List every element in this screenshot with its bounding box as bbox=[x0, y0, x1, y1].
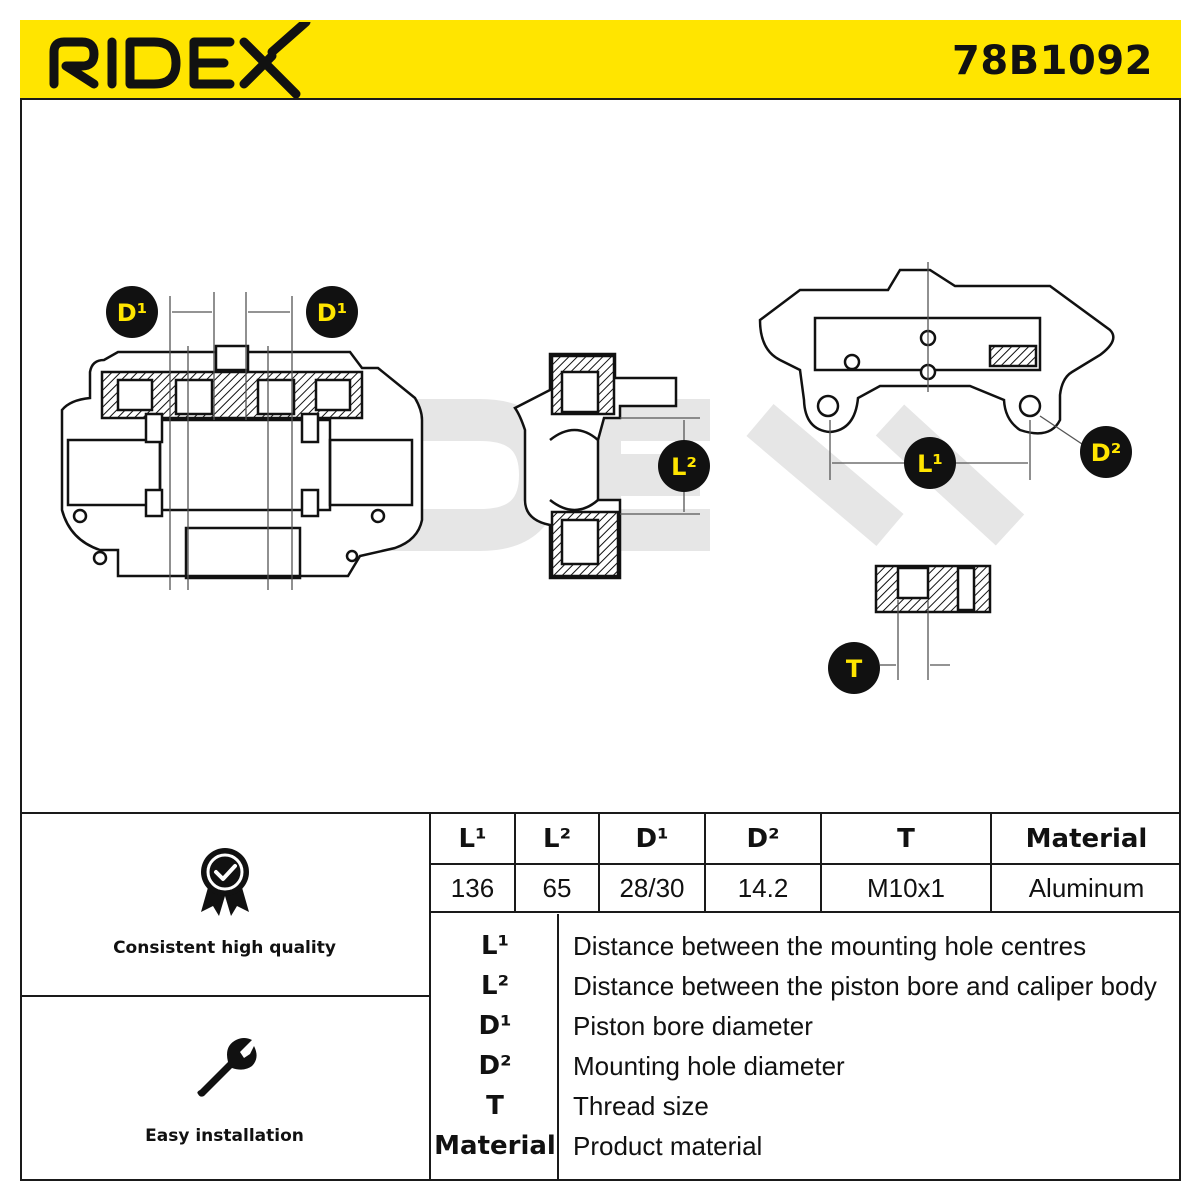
svg-text:L¹: L¹ bbox=[917, 450, 943, 478]
t-callout: T bbox=[828, 642, 880, 694]
legend-row: Material Product material bbox=[431, 1126, 1181, 1166]
legend-description: Distance between the piston bore and cal… bbox=[573, 971, 1157, 1001]
spec-value: 28/30 bbox=[599, 864, 706, 913]
l1-callout: L¹ bbox=[904, 437, 956, 489]
legend-symbol: D¹ bbox=[478, 1011, 512, 1041]
legend-description: Distance between the mounting hole centr… bbox=[573, 931, 1087, 961]
svg-text:D¹: D¹ bbox=[317, 299, 347, 327]
legend-symbol: L¹ bbox=[481, 931, 509, 961]
feature-column: Consistent high quality Easy installatio… bbox=[20, 814, 431, 1181]
t-dimension-lines bbox=[880, 600, 950, 680]
legend-symbol: T bbox=[486, 1091, 504, 1121]
legend-row: L¹ Distance between the mounting hole ce… bbox=[431, 926, 1181, 966]
spec-value: M10x1 bbox=[821, 864, 992, 913]
d1-callout-right: D¹ bbox=[306, 286, 358, 338]
legend-row: D¹ Piston bore diameter bbox=[431, 1006, 1181, 1046]
feature-label: Consistent high quality bbox=[113, 938, 336, 958]
spec-value: 65 bbox=[515, 864, 600, 913]
spec-header: D¹ bbox=[599, 814, 706, 865]
legend-row: L² Distance between the piston bore and … bbox=[431, 966, 1181, 1006]
svg-text:L²: L² bbox=[671, 453, 697, 481]
quality-badge-icon bbox=[200, 848, 249, 916]
spec-header: L¹ bbox=[431, 814, 516, 865]
svg-text:D²: D² bbox=[1091, 439, 1121, 467]
legend-description: Piston bore diameter bbox=[573, 1011, 813, 1041]
spec-header-row: L¹ L² D¹ D² T Material bbox=[431, 814, 1181, 865]
svg-text:T: T bbox=[846, 655, 863, 683]
header-bar: 78B1092 bbox=[20, 20, 1181, 100]
part-number: 78B1092 bbox=[952, 38, 1153, 84]
l2-callout: L² bbox=[658, 440, 710, 492]
caliper-top-view bbox=[758, 268, 1115, 435]
d2-callout: D² bbox=[1080, 426, 1132, 478]
spec-value: Aluminum bbox=[991, 864, 1181, 913]
spec-header: Material bbox=[991, 814, 1181, 865]
spec-value: 136 bbox=[431, 864, 516, 913]
spec-header: D² bbox=[705, 814, 822, 865]
legend-row: D² Mounting hole diameter bbox=[431, 1046, 1181, 1086]
spec-value-row: 136 65 28/30 14.2 M10x1 Aluminum bbox=[431, 864, 1181, 913]
spec-value: 14.2 bbox=[705, 864, 822, 913]
section-divider bbox=[20, 812, 1181, 814]
legend-symbol: Material bbox=[434, 1131, 556, 1161]
feature-divider bbox=[20, 995, 431, 997]
ridex-logo bbox=[49, 22, 311, 98]
feature-installation: Easy installation bbox=[20, 1032, 429, 1146]
d1-dimension-lines bbox=[169, 292, 293, 590]
legend-description: Product material bbox=[573, 1131, 763, 1161]
feature-label: Easy installation bbox=[145, 1126, 304, 1146]
legend-description: Mounting hole diameter bbox=[573, 1051, 845, 1081]
caliper-front-view bbox=[60, 344, 424, 580]
legend-description: Thread size bbox=[573, 1091, 709, 1121]
legend: L¹ Distance between the mounting hole ce… bbox=[431, 914, 1181, 1181]
svg-text:D¹: D¹ bbox=[117, 299, 147, 327]
spec-table: L¹ L² D¹ D² T Material 136 65 28/30 14.2… bbox=[431, 814, 1181, 913]
technical-drawing: D¹ D¹ L² L¹ D² T bbox=[60, 262, 1132, 694]
legend-symbol: D² bbox=[478, 1051, 512, 1081]
thread-detail-view bbox=[874, 564, 992, 614]
spec-header: L² bbox=[515, 814, 600, 865]
legend-divider bbox=[557, 914, 559, 1181]
spec-header: T bbox=[821, 814, 992, 865]
legend-symbol: L² bbox=[481, 971, 509, 1001]
legend-row: T Thread size bbox=[431, 1086, 1181, 1126]
feature-quality: Consistent high quality bbox=[20, 846, 429, 958]
d1-callout-left: D¹ bbox=[106, 286, 158, 338]
wrench-icon bbox=[196, 1038, 257, 1097]
